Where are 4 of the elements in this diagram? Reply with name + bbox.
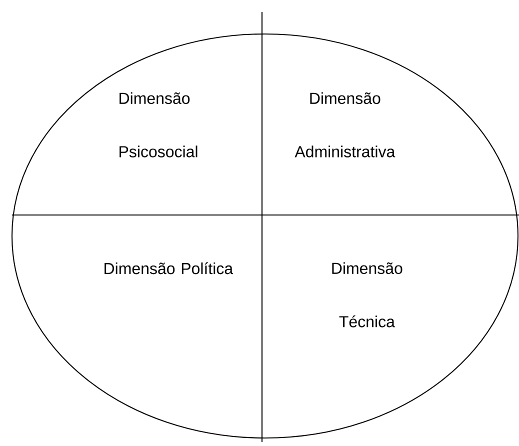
quadrant-label: Dimensão Política — [104, 262, 234, 274]
quadrant-label: Dimensão Administrativa — [294, 92, 396, 158]
quadrant-label: Dimensão Psicosocial — [120, 92, 198, 158]
quadrant-label: Dimensão Técnica — [332, 262, 402, 328]
